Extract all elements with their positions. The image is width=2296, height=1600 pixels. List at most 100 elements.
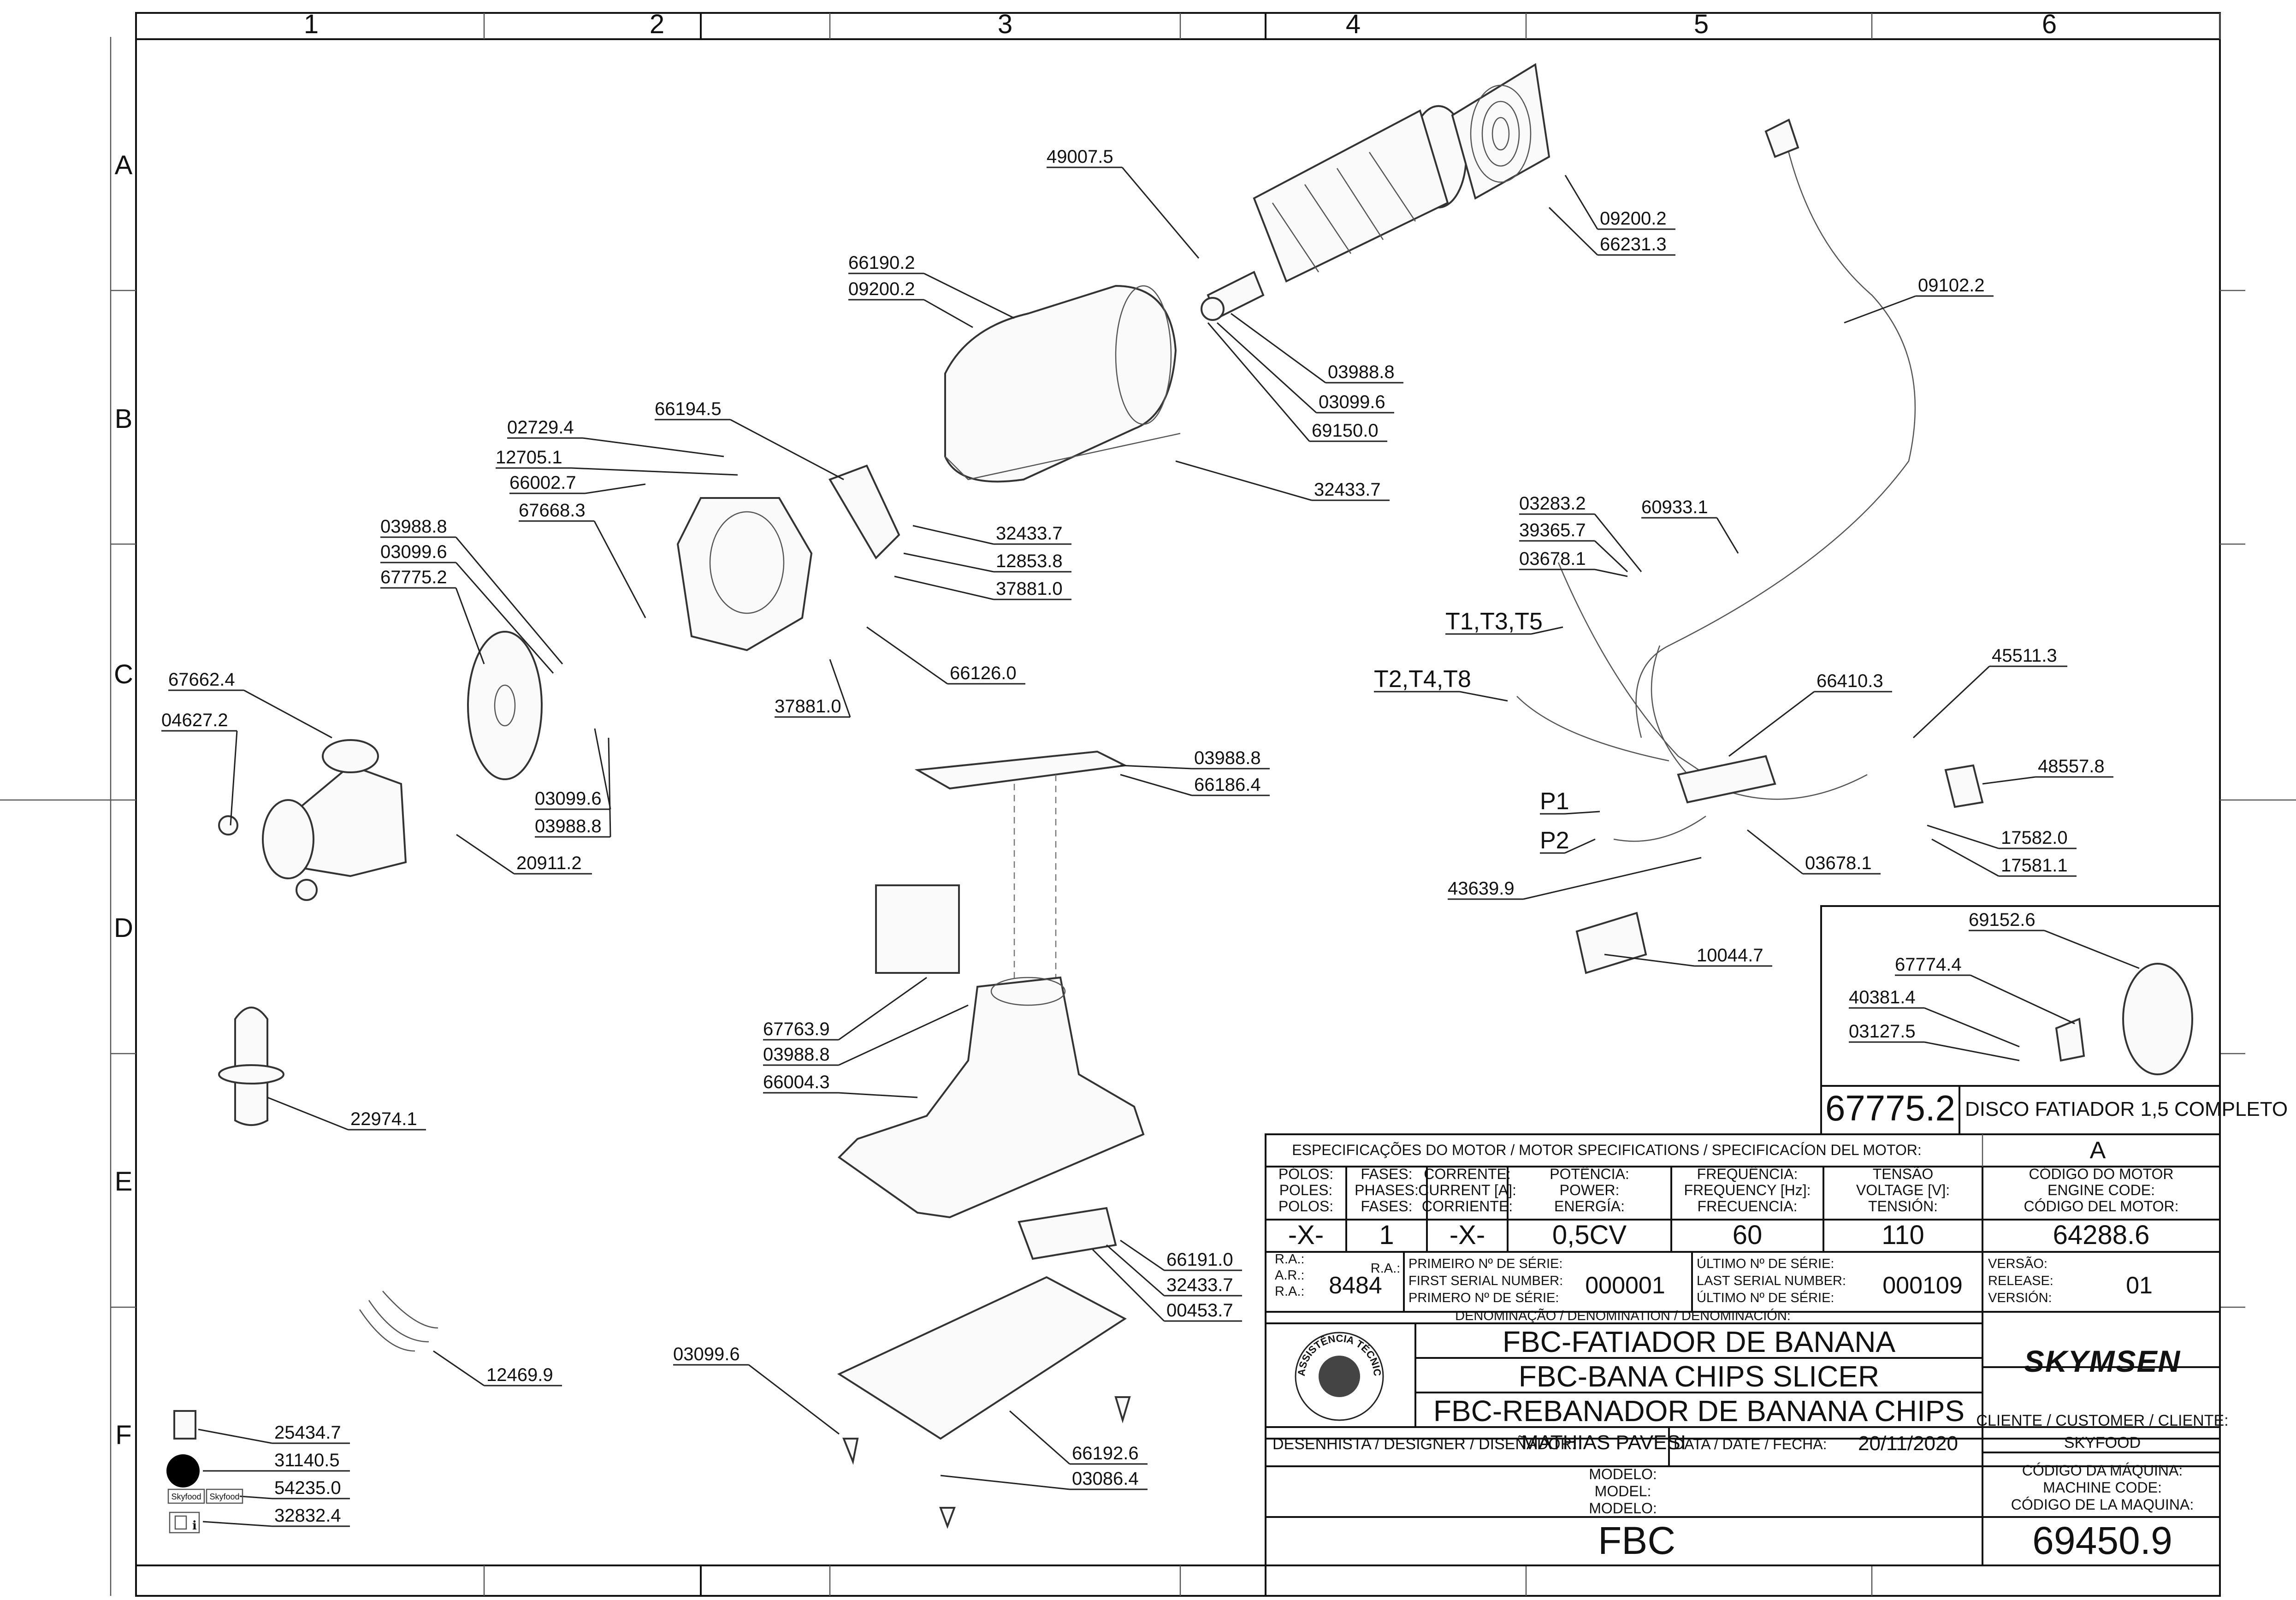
callout-label: 45511.3 — [1992, 646, 2057, 666]
callout-label: 37881.0 — [775, 696, 841, 717]
callout-17582-0: 17582.0 — [1927, 824, 2077, 849]
callout-label: 66410.3 — [1817, 671, 1883, 691]
callout-03099-6: 03099.6 — [673, 1344, 840, 1435]
callout-37881-0: 37881.0 — [775, 659, 851, 718]
version-label-3: VERSIÓN: — [1988, 1290, 2052, 1305]
spec-value-0: -X- — [1288, 1220, 1324, 1250]
callout-66192-6: 66192.6 — [1009, 1410, 1148, 1465]
callout-37881-0: 37881.0 — [894, 575, 1071, 600]
callout-label: 03127.5 — [1849, 1021, 1916, 1042]
callout-label: 67775.2 — [380, 567, 447, 587]
callout-label: 03099.6 — [535, 788, 602, 809]
callout-label: P2 — [1540, 827, 1569, 854]
motor-spec-header: ESPECIFICAÇÕES DO MOTOR / MOTOR SPECIFIC… — [1292, 1142, 1922, 1158]
callout-02729-4: 02729.4 — [507, 417, 724, 457]
callout-40381-4: 40381.4 — [1849, 987, 2020, 1048]
callout-label: 03283.2 — [1519, 493, 1586, 514]
motor-housing-cylinder — [944, 284, 1181, 483]
machine-body — [837, 976, 1145, 1219]
black-dot-label — [166, 1454, 200, 1487]
callout-label: 67774.4 — [1895, 954, 1962, 975]
callout-label: 31140.5 — [274, 1450, 340, 1470]
machine-name-es: FBC-REBANADOR DE BANANA CHIPS — [1433, 1394, 1965, 1428]
spec-value-6: 64288.6 — [2053, 1220, 2150, 1250]
info-icon: ℹ — [192, 1518, 197, 1532]
callout-label: 03678.1 — [1805, 853, 1872, 873]
callout-66410-3: 66410.3 — [1728, 671, 1892, 757]
callout-32433-7: 32433.7 — [1175, 460, 1390, 501]
callout-03988-8: 03988.8 — [763, 1004, 969, 1066]
callout-67775-2: 67775.2 — [380, 567, 485, 664]
client-header: CLIENTE / CUSTOMER / CLIENTE: — [1976, 1412, 2228, 1429]
spec-header-0-h2: POLES: — [1279, 1182, 1333, 1198]
bottom-plate — [837, 1207, 1131, 1529]
callout-09102-2: 09102.2 — [1844, 275, 1994, 324]
callout-12705-1: 12705.1 — [496, 447, 738, 476]
callout-66002-7: 66002.7 — [509, 473, 646, 494]
first-serial-value: 000001 — [1585, 1272, 1665, 1299]
callout-label: 12853.8 — [996, 551, 1063, 571]
ra-label-1: R.A.: — [1371, 1261, 1400, 1276]
fan-cover — [1451, 63, 1550, 200]
spec-value-1: 1 — [1379, 1220, 1394, 1250]
grid-row-c: C — [114, 659, 133, 689]
spec-header-3-h2: POWER: — [1560, 1182, 1620, 1198]
brand-logo: SKYMSEN — [2024, 1344, 2181, 1378]
callout-label: 32433.7 — [1314, 480, 1381, 500]
callout-t2-t4-t8: T2,T4,T8 — [1374, 666, 1508, 702]
callout-31140-5: 31140.5 — [203, 1450, 350, 1472]
callout-54235-0: 54235.0 — [239, 1478, 350, 1499]
denomination-header: DENOMINAÇÃO / DENOMINATION / DENOMINACIÓ… — [1455, 1308, 1791, 1323]
callout-03988-8: 03988.8 — [380, 516, 563, 664]
spec-header-1-h3: FASES: — [1361, 1198, 1412, 1215]
callout-label: 69150.0 — [1312, 421, 1379, 441]
callout-43639-9: 43639.9 — [1448, 857, 1702, 900]
callout-66004-3: 66004.3 — [763, 1072, 918, 1098]
designer-label: DESENHISTA / DESIGNER / DISEÑADOR: — [1272, 1435, 1576, 1453]
callout-label: 39365.7 — [1519, 520, 1586, 540]
callout-39365-7: 39365.7 — [1519, 520, 1628, 573]
spec-header-6-h2: ENGINE CODE: — [2047, 1182, 2155, 1198]
spec-header-2-h3: CORRIENTE: — [1422, 1198, 1513, 1215]
grid-row-b: B — [115, 404, 133, 434]
callout-label: 03099.6 — [673, 1344, 740, 1364]
spec-value-4: 60 — [1733, 1220, 1763, 1250]
callout-label: 66186.4 — [1194, 775, 1261, 795]
spec-header-1-h2: PHASES: — [1355, 1182, 1419, 1198]
callout-p1: P1 — [1540, 788, 1600, 815]
power-cord — [1635, 119, 1916, 738]
callout-label: 43639.9 — [1448, 878, 1515, 899]
machine-name-en: FBC-BANA CHIPS SLICER — [1519, 1360, 1879, 1393]
callout-label: 20911.2 — [516, 853, 582, 873]
spec-header-3-h1: POTÊNCIA: — [1550, 1166, 1629, 1182]
callout-label: 67668.3 — [519, 500, 586, 521]
callout-label: 67662.4 — [168, 670, 235, 690]
callout-label: 03086.4 — [1072, 1469, 1139, 1489]
grid-col-3: 3 — [998, 9, 1012, 39]
callout-03099-6: 03099.6 — [380, 542, 554, 674]
callout-label: 03099.6 — [1319, 392, 1385, 412]
callout-label: 03988.8 — [1328, 362, 1395, 382]
callout-label: 67763.9 — [763, 1019, 830, 1039]
callout-03678-1: 03678.1 — [1519, 549, 1628, 577]
grid-col-6: 6 — [2042, 9, 2057, 39]
callout-label: 66192.6 — [1072, 1443, 1139, 1464]
grid-col-4: 4 — [1346, 9, 1361, 39]
base-plate — [875, 750, 1128, 982]
callout-label: 69152.6 — [1969, 910, 2036, 930]
callout-69150-0: 69150.0 — [1207, 322, 1387, 442]
callout-label: 40381.4 — [1849, 987, 1916, 1007]
callout-03099-6: 03099.6 — [535, 728, 611, 810]
callout-66191-0: 66191.0 — [1120, 1239, 1242, 1271]
spec-header-5-h2: VOLTAGE [V]: — [1856, 1182, 1950, 1198]
detail-code: 67775.2 — [1825, 1088, 1955, 1128]
grid-row-d: D — [114, 913, 133, 943]
spec-header-5-h3: TENSIÓN: — [1868, 1198, 1938, 1215]
spec-header-4-h2: FREQUENCY [Hz]: — [1684, 1182, 1811, 1198]
callout-label: 54235.0 — [274, 1478, 341, 1498]
callout-10044-7: 10044.7 — [1604, 945, 1772, 967]
callout-p2: P2 — [1540, 827, 1596, 854]
revision-letter: A — [2090, 1137, 2106, 1164]
last-serial-label-3: ÚLTIMO Nº DE SÉRIE: — [1697, 1290, 1834, 1305]
callout-03099-6: 03099.6 — [1216, 322, 1394, 414]
